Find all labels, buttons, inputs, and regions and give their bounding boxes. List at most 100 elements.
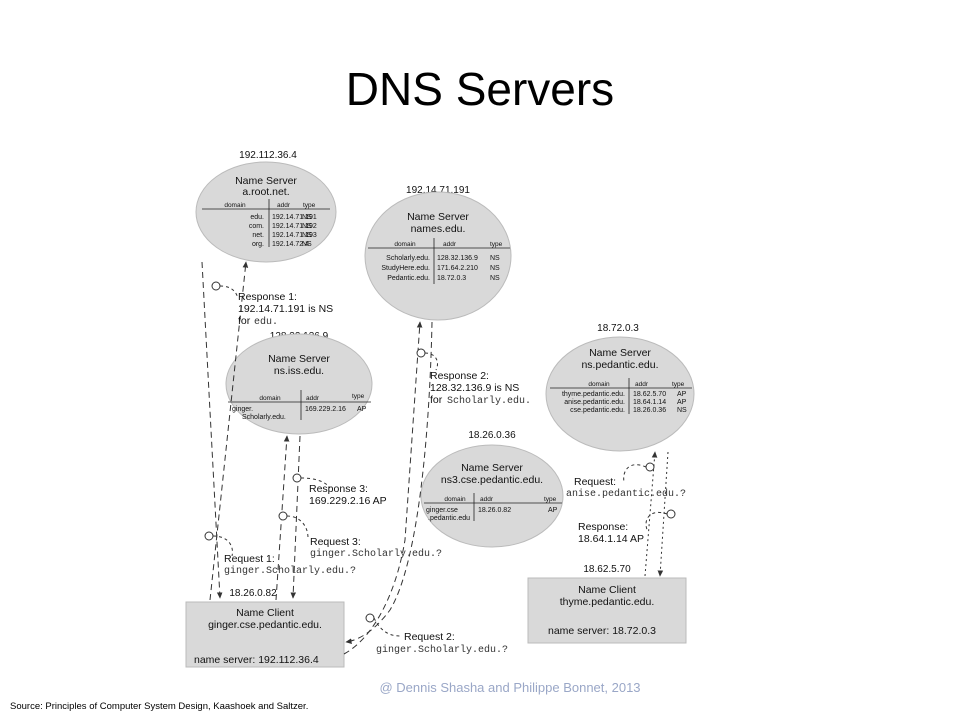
pedantic-row-type: AP	[677, 391, 687, 398]
iss-name-server: 128.32.136.9 Name Server ns.iss.edu. dom…	[225, 331, 373, 435]
client2-name-server: name server: 18.72.0.3	[548, 625, 656, 637]
root-row-addr: 192.14.72.4	[272, 241, 309, 248]
pedantic-row-domain: anise.pedantic.edu.	[564, 399, 625, 406]
name-client-ginger: 18.26.0.82 Name Client ginger.cse.pedant…	[185, 588, 345, 668]
request2-label: Request 2:	[404, 631, 455, 643]
client2-ip: 18.62.5.70	[583, 564, 631, 575]
cse-row-type: AP	[548, 507, 558, 514]
edu-col-type: type	[490, 241, 503, 248]
cse-row-domain: ginger.cse	[426, 507, 458, 514]
response3-arrow	[290, 435, 301, 599]
root-row-domain: net.	[252, 232, 264, 239]
response1-text: 192.14.71.191 is NS	[238, 303, 333, 315]
message-markers	[204, 281, 676, 623]
root-row-domain: com.	[249, 223, 264, 230]
request1-label: Request 1:	[224, 553, 275, 565]
root-row-domain: org.	[252, 241, 264, 248]
client2-label: Name Client	[578, 584, 636, 596]
root-col-type: type	[303, 202, 316, 209]
client2-arrows	[644, 451, 669, 577]
response1-domain: edu.	[254, 316, 278, 328]
cse-server-name: ns3.cse.pedantic.edu.	[441, 474, 543, 486]
pedantic-col-domain: domain	[588, 381, 610, 388]
edu-server-ip: 192.14.71.191	[406, 185, 470, 196]
edu-row-addr: 128.32.136.9	[437, 255, 478, 262]
edu-row-type: NS	[490, 265, 500, 272]
client1-name-server: name server: 192.112.36.4	[194, 654, 319, 666]
root-col-domain: domain	[224, 202, 246, 209]
root-row-addr: 192.14.71.192	[272, 223, 317, 230]
edu-row-domain: StudyHere.edu.	[381, 265, 430, 272]
response3-label: Response 3:	[309, 483, 368, 495]
edu-row-addr: 18.72.0.3	[437, 275, 466, 282]
edu-row-domain: Scholarly.edu.	[386, 255, 430, 262]
response2-text: 128.32.136.9 is NS	[430, 382, 519, 394]
root-row-domain: edu.	[250, 214, 264, 221]
iss-col-domain: domain	[259, 395, 281, 402]
root-row-addr: 192.14.71.191	[272, 214, 317, 221]
response-anise-label: Response:	[578, 521, 628, 533]
edu-col-domain: domain	[394, 241, 416, 248]
pedantic-name-server: 18.72.0.3 Name Server ns.pedantic.edu. d…	[545, 323, 695, 452]
request1-query: ginger.Scholarly.edu.?	[224, 565, 356, 577]
response-anise-arrow	[657, 451, 669, 577]
copyright-footer: @ Dennis Shasha and Philippe Bonnet, 201…	[379, 680, 641, 695]
root-row-addr: 192.14.71.193	[272, 232, 317, 239]
request-anise-query: anise.pedantic.edu.?	[566, 488, 686, 500]
edu-col-addr: addr	[443, 241, 457, 248]
edu-row-type: NS	[490, 275, 500, 282]
pedantic-row-addr: 18.62.5.70	[633, 391, 666, 398]
request-anise-arrow	[644, 451, 658, 577]
name-client-thyme: 18.62.5.70 Name Client thyme.pedantic.ed…	[527, 564, 687, 644]
source-citation: Source: Principles of Computer System De…	[10, 701, 309, 712]
pedantic-row-addr: 18.64.1.14	[633, 399, 666, 406]
edu-server-label: Name Server	[407, 211, 469, 223]
pedantic-server-ip: 18.72.0.3	[597, 323, 639, 334]
pedantic-row-type: AP	[677, 399, 687, 406]
edu-row-type: NS	[490, 255, 500, 262]
cse-server-label: Name Server	[461, 462, 523, 474]
root-server-ip: 192.112.36.4	[239, 150, 297, 161]
response2-for: for	[430, 394, 443, 406]
request3-query: ginger.Scholarly.edu.?	[310, 548, 442, 560]
root-row-type: NS	[302, 241, 312, 248]
client2-host: thyme.pedantic.edu.	[560, 596, 655, 608]
pedantic-row-domain: cse.pedantic.edu.	[570, 407, 625, 414]
pedantic-server-label: Name Server	[589, 347, 651, 359]
client1-host: ginger.cse.pedantic.edu.	[208, 619, 322, 631]
request2-arrow	[343, 321, 423, 655]
slide-title: DNS Servers	[345, 63, 615, 115]
response2-arrow	[345, 321, 433, 644]
iss-col-addr: addr	[306, 395, 320, 402]
cse-row-domain: .pedantic.edu	[428, 515, 470, 522]
pedantic-server-name: ns.pedantic.edu.	[581, 359, 658, 371]
iss-row-type: AP	[357, 406, 367, 413]
pedantic-col-addr: addr	[635, 381, 649, 388]
edu-name-server: 192.14.71.191 Name Server names.edu. dom…	[364, 185, 512, 321]
pedantic-row-domain: thyme.pedantic.edu.	[562, 391, 625, 398]
root-col-addr: addr	[277, 202, 291, 209]
response1-arrow	[201, 261, 223, 599]
iss-row-domain: Scholarly.edu.	[242, 414, 286, 421]
root-row-type: NS	[302, 223, 312, 230]
response2-label: Response 2:	[430, 370, 489, 382]
callout-curves	[212, 285, 668, 637]
iss-row-addr: 169.229.2.16	[305, 406, 346, 413]
iss-col-type: type	[352, 393, 365, 400]
cse-server-ip: 18.26.0.36	[468, 430, 516, 441]
cse-col-domain: domain	[444, 496, 466, 503]
pedantic-row-addr: 18.26.0.36	[633, 407, 666, 414]
request3-label: Request 3:	[310, 536, 361, 548]
message-labels: Response 1: 192.14.71.191 is NS for edu.…	[224, 291, 686, 656]
response1-for: for	[238, 315, 251, 327]
cse-col-addr: addr	[480, 496, 494, 503]
root-row-type: NS	[302, 232, 312, 239]
iss-row-domain: ginger.	[232, 406, 253, 413]
response-anise-text: 18.64.1.14 AP	[578, 533, 644, 545]
root-row-type: NS	[302, 214, 312, 221]
edu-row-addr: 171.64.2.210	[437, 265, 478, 272]
response2-domain: Scholarly.edu.	[447, 395, 531, 407]
client1-ip: 18.26.0.82	[229, 588, 277, 599]
cse-name-server: 18.26.0.36 Name Server ns3.cse.pedantic.…	[420, 430, 564, 548]
